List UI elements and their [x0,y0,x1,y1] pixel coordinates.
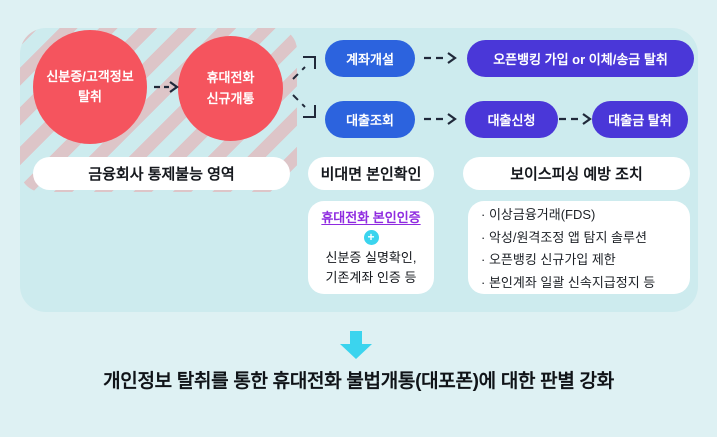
uncontrolled-zone-label: 금융회사 통제불능 영역 [33,157,290,190]
prevention-item: · 악성/원격조정 앱 탐지 솔루션 [481,229,647,245]
uncontrolled-zone: 신분증/고객정보 탈취 휴대전화 신규개통 [20,28,297,192]
dashed-arrow-icon [559,113,592,125]
phone-auth-highlight: 휴대전화 본인인증 [321,209,421,225]
dashed-arrow-icon [424,113,457,125]
diagonal-arrow-down-icon [292,94,316,118]
plus-icon: + [363,230,379,246]
new-phone-line2: 신규개통 [206,90,255,106]
account-open-pill: 계좌개설 [325,40,415,77]
id-theft-line1: 신분증/고객정보 [46,68,134,84]
prevention-item: · 이상금융거래(FDS) [481,207,596,223]
prevention-column-label: 보이스피싱 예방 조치 [463,157,690,190]
id-theft-line2: 탈취 [78,89,102,104]
id-theft-circle: 신분증/고객정보 탈취 [33,30,147,144]
new-phone-line1: 휴대전화 [206,70,255,86]
loan-theft-pill: 대출금 탈취 [592,101,688,138]
dashed-arrow-icon [154,81,179,93]
prevention-item: · 본인계좌 일괄 신속지급정지 등 [481,274,656,290]
loan-inquiry-pill: 대출조회 [325,101,415,138]
loan-apply-pill: 대출신청 [465,101,558,138]
down-arrow-icon [340,331,372,359]
openbanking-theft-pill: 오픈뱅킹 가입 or 이체/송금 탈취 [467,40,694,77]
conclusion-headline: 개인정보 탈취를 통한 휴대전화 불법개통(대포폰)에 대한 판별 강화 [103,371,614,392]
verification-box: 휴대전화 본인인증 + 신분증 실명확인, 기존계좌 인증 등 [308,201,434,294]
verify-line2: 기존계좌 인증 등 [325,269,417,285]
prevention-box: · 이상금융거래(FDS) · 악성/원격조정 앱 탐지 솔루션 · 오픈뱅킹 … [468,201,690,294]
main-panel: 신분증/고객정보 탈취 휴대전화 신규개통 계좌개설 [20,28,698,312]
prevention-item: · 오픈뱅킹 신규가입 제한 [481,252,616,268]
diagonal-arrow-up-icon [292,56,316,80]
verify-line1: 신분증 실명확인, [325,250,417,266]
dashed-arrow-icon [424,52,457,64]
verification-column-label: 비대면 본인확인 [308,157,434,190]
new-phone-circle: 휴대전화 신규개통 [178,36,283,141]
